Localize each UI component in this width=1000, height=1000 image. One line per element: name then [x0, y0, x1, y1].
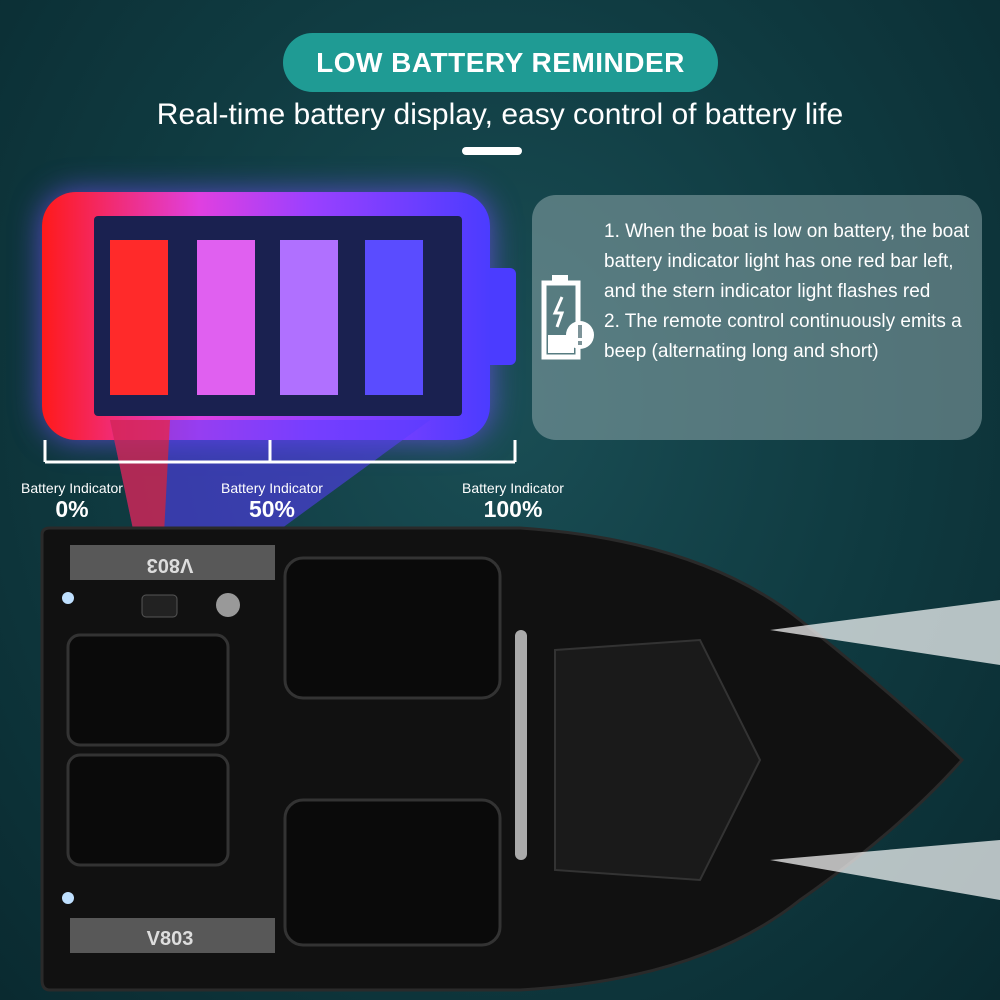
- indicator-value: 50%: [248, 496, 296, 522]
- info-line: 1. When the boat is low on battery, the …: [604, 221, 970, 302]
- battery-indicator-light: [141, 594, 178, 618]
- title: LOW BATTERY REMINDER: [316, 46, 685, 78]
- bait-hopper: [66, 753, 230, 867]
- deck-stripe: [70, 545, 275, 580]
- bait-hopper: [283, 556, 502, 700]
- indicator-label: Battery Indicator: [221, 480, 323, 496]
- battery-bar: [197, 240, 255, 395]
- indicator-label: Battery Indicator: [462, 480, 564, 496]
- bait-hopper: [283, 798, 502, 947]
- title-badge: LOW BATTERY REMINDER: [283, 33, 718, 92]
- headlight-beam: [770, 840, 1000, 900]
- boat-logo: V803: [147, 928, 194, 950]
- bracket: [43, 440, 517, 464]
- subtitle: Real-time battery display, easy control …: [156, 98, 844, 131]
- bait-hopper: [66, 633, 230, 747]
- battery-bar: [365, 240, 423, 395]
- handle: [515, 630, 527, 860]
- battery-bar: [110, 240, 168, 395]
- stern-light: [62, 892, 74, 904]
- battery-terminal: [490, 268, 516, 365]
- battery-bar: [280, 240, 338, 395]
- low-battery-warning-icon: [541, 275, 594, 360]
- indicator-value: 100%: [483, 496, 543, 522]
- info-panel: 1. When the boat is low on battery, the …: [532, 195, 982, 440]
- headlight-beam: [770, 600, 1000, 665]
- info-line: 2. The remote control continuously emits…: [604, 311, 962, 362]
- divider: [462, 147, 522, 155]
- indicator-value: 0%: [55, 496, 89, 522]
- deck-stripe: [70, 918, 275, 953]
- indicator-label: Battery Indicator: [21, 480, 123, 496]
- boat-hull: [40, 526, 965, 992]
- boat-logo: V803: [147, 554, 194, 576]
- battery-graphic: [42, 192, 516, 440]
- power-button[interactable]: [216, 593, 240, 617]
- stern-light: [62, 592, 74, 604]
- hull-cover: [554, 638, 762, 882]
